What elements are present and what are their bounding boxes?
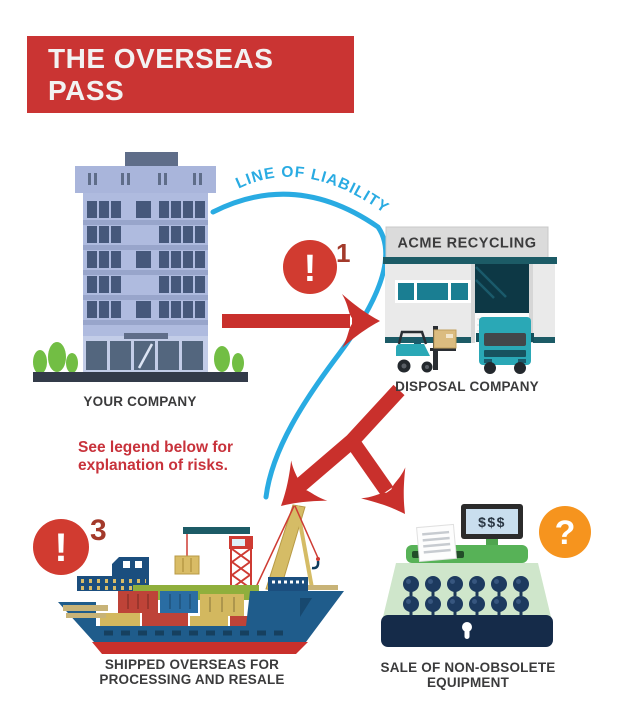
ship-containers xyxy=(100,591,254,628)
label-disposal-company: DISPOSAL COMPANY xyxy=(395,379,539,394)
truck-illustration xyxy=(476,317,534,374)
forklift-illustration xyxy=(396,326,457,373)
label-sale-equipment: SALE OF NON-OBSOLETE EQUIPMENT xyxy=(380,660,556,690)
warehouse-illustration: ACME RECYCLING xyxy=(383,226,557,374)
label-your-company: YOUR COMPANY xyxy=(83,394,197,409)
ship-keel xyxy=(92,642,308,654)
floor-bands xyxy=(83,220,208,325)
cargo-ship-illustration xyxy=(58,504,344,654)
risk-number-3: 3 xyxy=(90,514,107,547)
warehouse-windows xyxy=(395,280,471,303)
arrow-split-disposal xyxy=(262,384,428,530)
question-icon: ? xyxy=(555,514,576,552)
register-display-value: $$$ xyxy=(478,514,506,530)
register-receipt xyxy=(416,523,457,563)
risk-marker-1: ! 1 xyxy=(283,238,350,294)
cash-register-illustration: $$$ xyxy=(381,504,553,647)
exclamation-icon: ! xyxy=(304,248,317,290)
roof-vents xyxy=(88,173,202,185)
office-building-illustration xyxy=(33,152,248,382)
ship-bow-block xyxy=(268,577,308,591)
ground-strip xyxy=(33,372,248,382)
legend-note: See legend below for explanation of risk… xyxy=(78,439,234,474)
liability-curve xyxy=(210,191,389,500)
title-banner: THE OVERSEAS PASS xyxy=(27,36,354,113)
risk-number-1: 1 xyxy=(336,238,350,268)
arrow-company-to-disposal xyxy=(222,294,380,348)
warehouse-sign-label: ACME RECYCLING xyxy=(397,236,536,252)
warehouse-sign xyxy=(385,226,549,259)
ship-hull xyxy=(58,591,344,642)
question-marker: ? xyxy=(539,506,591,558)
exclamation-icon: ! xyxy=(54,526,67,570)
ship-crane-right xyxy=(249,504,320,601)
ship-crane-tower xyxy=(174,527,253,591)
trees xyxy=(33,342,244,374)
register-body xyxy=(383,563,551,617)
page-title: THE OVERSEAS PASS xyxy=(48,42,274,106)
risk-marker-3: ! 3 xyxy=(33,514,107,575)
liability-label: LINE OF LIABILITY xyxy=(233,164,392,217)
label-shipped-overseas: SHIPPED OVERSEAS FOR PROCESSING AND RESA… xyxy=(99,657,285,687)
